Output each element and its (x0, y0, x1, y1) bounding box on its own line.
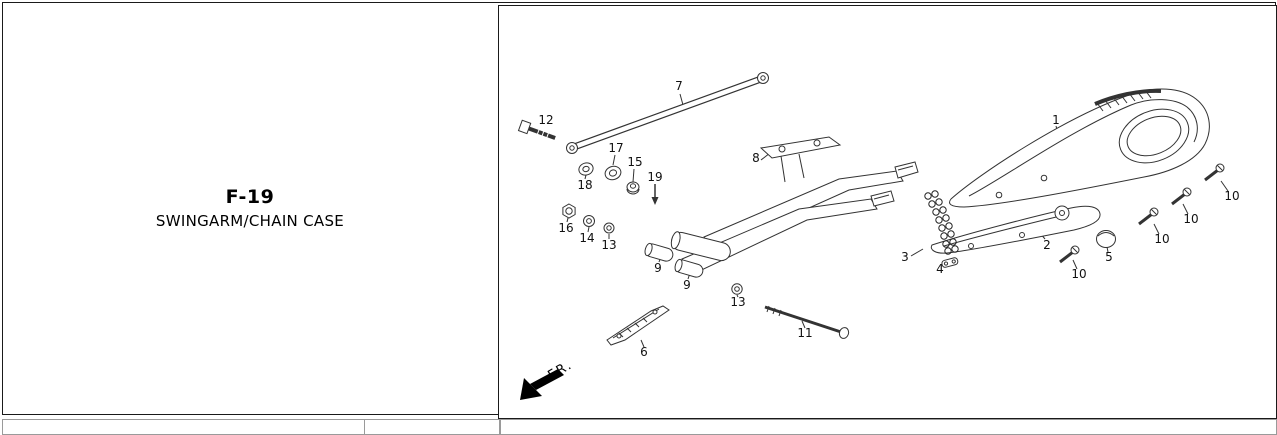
next-row-cell-right (500, 419, 1277, 435)
page-code: F-19 (225, 185, 275, 208)
washer-part-17 (604, 165, 622, 181)
washer-part-14 (583, 215, 595, 227)
next-row-cell-middle (364, 419, 500, 435)
chain-slider-part-6 (606, 305, 670, 346)
part-19-pointer-arrow (651, 184, 659, 205)
bolt-part-11 (764, 305, 850, 339)
chain-case-part-1 (949, 88, 1210, 208)
washer-part-13-front (603, 222, 615, 234)
drive-chain-part-3 (924, 190, 959, 255)
fr-direction-label: FR. (546, 357, 576, 383)
chain-case-lower-part-2 (930, 205, 1101, 254)
nut-part-15 (626, 181, 640, 195)
page-header: F-19 SWINGARM/CHAIN CASE (3, 3, 497, 412)
torque-rod-part-7 (566, 72, 769, 154)
fr-direction-arrow: FR. (520, 357, 576, 400)
collar-part-9-upper (644, 242, 674, 262)
nut-part-16 (562, 203, 576, 219)
chain-joint-part-4 (941, 257, 959, 268)
page-title: SWINGARM/CHAIN CASE (155, 211, 345, 230)
next-row-cell-left (2, 419, 366, 435)
cap-part-5 (1096, 230, 1116, 248)
swingarm-part-8 (670, 136, 919, 276)
screw-part-10-c (1138, 207, 1159, 226)
screw-part-10-d (1059, 245, 1080, 264)
exploded-parts-diagram: FR. (517, 72, 1229, 400)
bolt-part-12 (517, 119, 556, 140)
screw-part-10-a (1204, 163, 1225, 182)
washer-part-13-rear (731, 283, 743, 295)
washer-part-18 (578, 162, 594, 176)
screw-part-10-b (1171, 187, 1192, 206)
collar-part-9-lower (674, 258, 704, 278)
